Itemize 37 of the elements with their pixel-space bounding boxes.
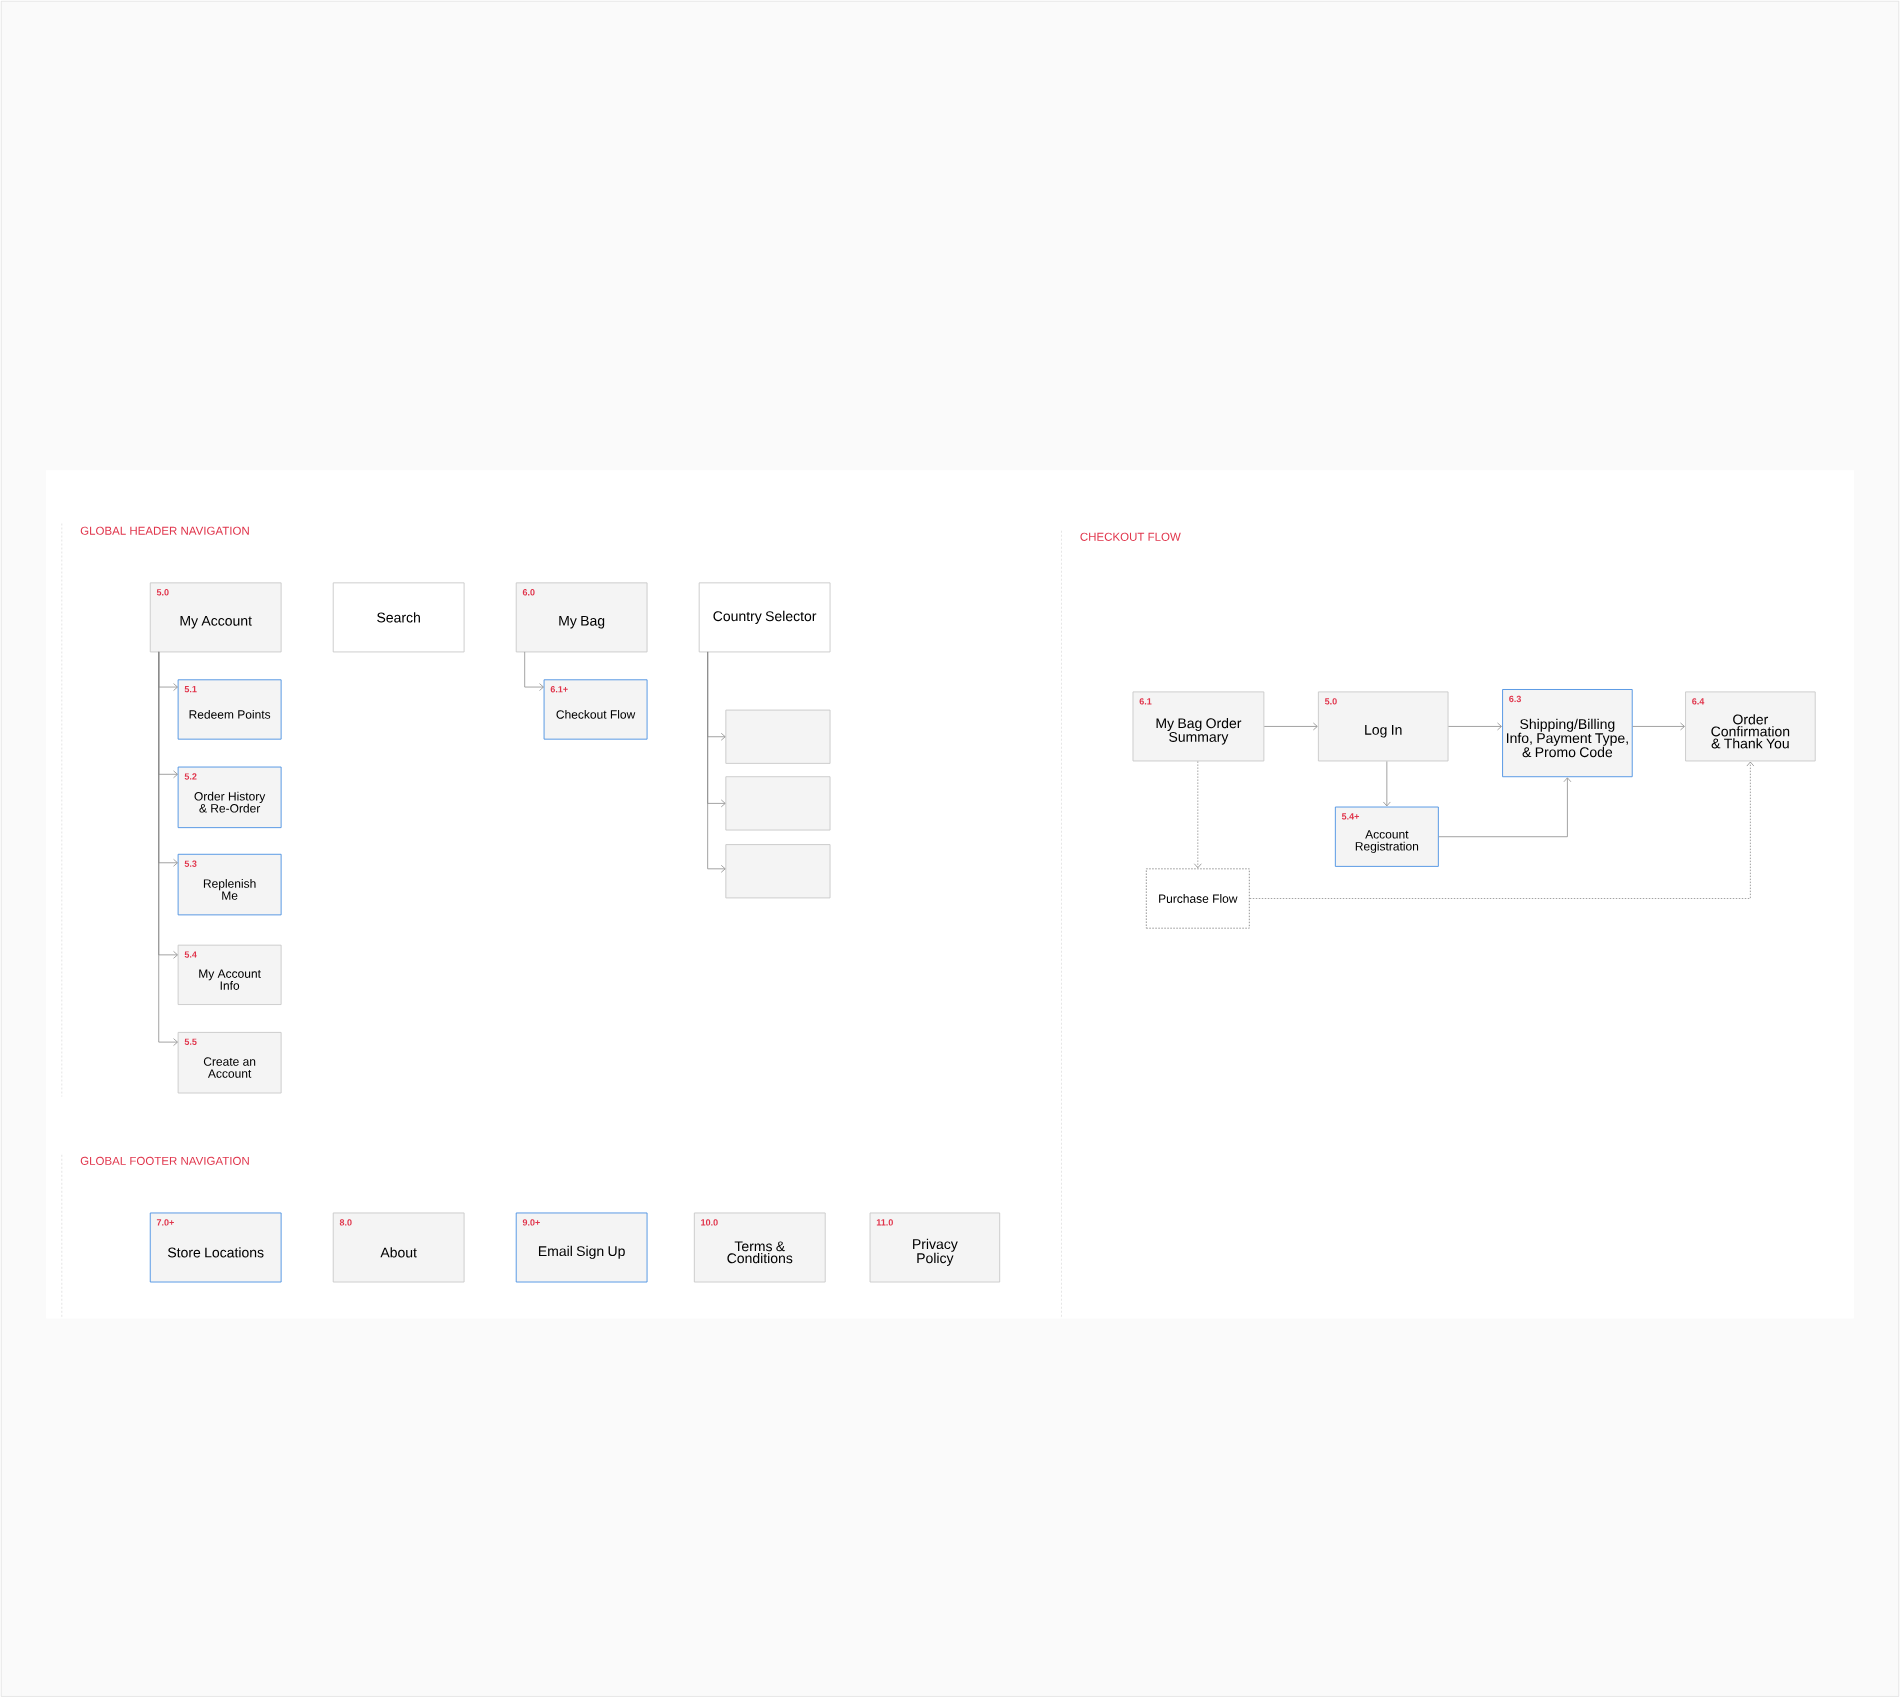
page-box: Shipping/Billing Info, Payment Type, & Promo Code 6.3 [1502,689,1633,778]
empty-box [725,709,831,765]
page-box: Order History & Re-Order 5.2 [177,766,282,829]
page-box: My Bag Order Summary 6.1 [1132,691,1265,762]
dotted-box: Purchase Flow [1145,868,1250,929]
empty-box [725,844,831,899]
page-box: My Account Info 5.4 [177,944,282,1006]
page-box: Privacy Policy 11.0 [869,1212,1001,1283]
arrow [524,651,544,692]
page-box: Create an Account 5.5 [177,1032,282,1094]
page-box: Store Locations 7.0+ [149,1212,282,1283]
empty-box [725,776,831,831]
page-box: Terms & Conditions 10.0 [693,1212,826,1283]
arrow [1632,722,1685,731]
page-box: Country Selector [698,582,831,653]
section-heading: CHECKOUT FLOW [1080,532,1181,542]
arrow [707,651,726,873]
arrow [1263,722,1318,731]
arrow [1448,722,1502,731]
arrow [1193,761,1202,869]
page-box: Order Confirmation & Thank You 6.4 [1685,691,1816,762]
arrow [1382,761,1391,807]
page-box: About 8.0 [332,1212,465,1283]
arrow [1249,761,1755,900]
page-box: Email Sign Up 9.0+ [515,1212,648,1283]
page-box: Account Registration 5.4+ [1334,806,1439,868]
page-box: My Account 5.0 [149,582,282,653]
page-box: Checkout Flow 6.1+ [543,679,648,740]
arrow [158,651,178,1047]
page-box: My Bag 6.0 [515,582,648,653]
page-box: Redeem Points 5.1 [177,679,282,740]
page-box: Replenish Me 5.3 [177,854,282,916]
page-box: Log In 5.0 [1317,691,1449,762]
section-heading: GLOBAL FOOTER NAVIGATION [80,1156,249,1166]
arrow [1438,777,1572,838]
page-box: Search [332,582,465,653]
section-heading: GLOBAL HEADER NAVIGATION [80,526,249,535]
